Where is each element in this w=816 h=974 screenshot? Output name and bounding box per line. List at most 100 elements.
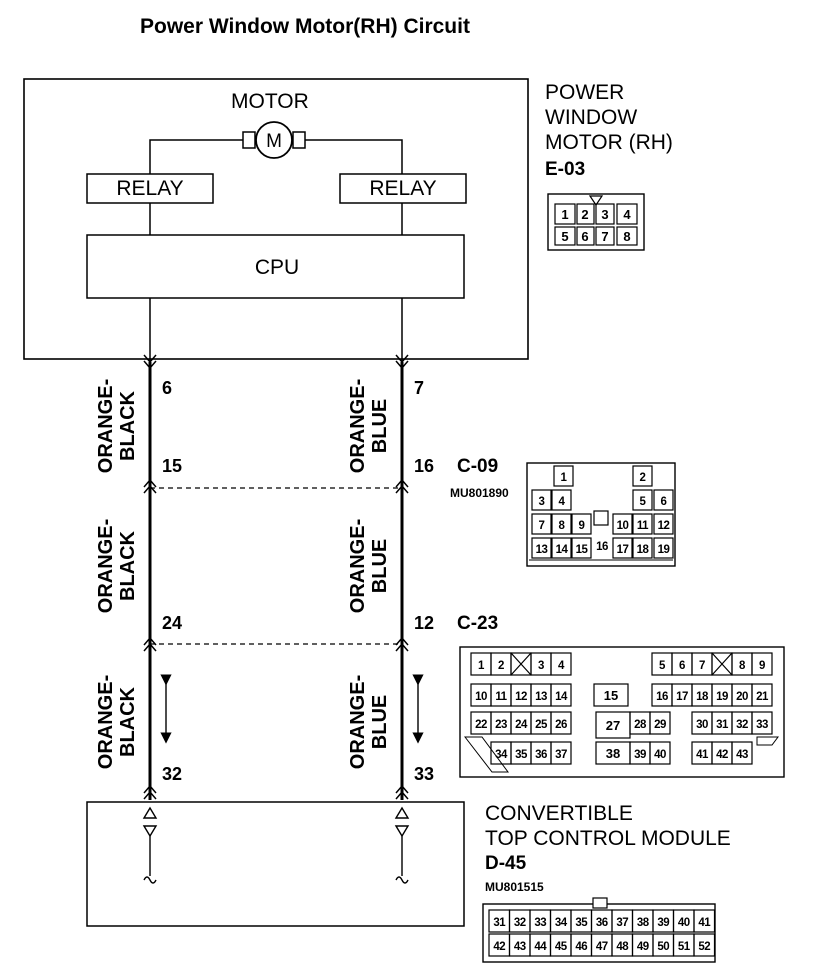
c09-pin-19-label: 19 <box>658 544 670 556</box>
c23-pin-24-label: 24 <box>515 719 528 731</box>
c23-pin-4-cell <box>550 652 572 676</box>
d45-pin-35-label: 35 <box>575 917 588 929</box>
left-pin-3: 24 <box>162 613 182 633</box>
d45-pin-49-label: 49 <box>637 941 649 953</box>
c23-pin-34-label: 34 <box>495 749 508 761</box>
c23-pin-9-label: 9 <box>759 660 765 672</box>
c09-pin-19-cell <box>653 537 674 559</box>
d45-pin-46-label: 46 <box>575 941 587 953</box>
c23-pin-38-label: 38 <box>606 746 620 761</box>
left-wire-label-top: ORANGE- BLACK <box>95 379 139 473</box>
module-box <box>86 801 465 927</box>
c23-id: C-23 <box>457 613 498 634</box>
d45-pin-52-cell <box>693 933 716 957</box>
c23-pin-19-label: 19 <box>716 691 728 703</box>
c23-pin-37-label: 37 <box>555 749 567 761</box>
c23-pin-12-label: 12 <box>515 691 527 703</box>
component-name-line2: WINDOW <box>545 106 637 129</box>
motor-unit-box <box>23 78 529 360</box>
c23-pin-22-label: 22 <box>475 719 487 731</box>
c23-pin-5-label: 5 <box>659 660 666 672</box>
c23-pin-27-cell <box>595 711 631 739</box>
c09-pin-1-cell <box>553 465 574 487</box>
svg-text:ORANGE-: ORANGE- <box>95 379 117 473</box>
c23-pin-14-cell <box>550 683 572 707</box>
c09-pin-3-cell <box>531 489 552 511</box>
c23-pin-3-label: 3 <box>538 660 544 672</box>
c23-pin-43-cell <box>731 741 753 765</box>
svg-text:ORANGE-: ORANGE- <box>347 675 369 769</box>
d45-pin-36-label: 36 <box>596 917 608 929</box>
left-wire-label-bottom: ORANGE- BLACK <box>95 675 139 769</box>
svg-text:ORANGE-: ORANGE- <box>95 675 117 769</box>
svg-text:3: 3 <box>601 207 608 222</box>
svg-text:BLUE: BLUE <box>369 539 391 593</box>
d45-pin-38-label: 38 <box>637 917 650 929</box>
c23-pin-15-cell <box>593 683 629 707</box>
c09-pin-13-cell <box>531 537 552 559</box>
c09-pin-11-cell <box>632 513 653 535</box>
svg-text:ORANGE-: ORANGE- <box>347 379 369 473</box>
right-wire-label-bottom: ORANGE- BLUE <box>347 675 391 769</box>
svg-text:BLUE: BLUE <box>369 399 391 453</box>
c09-id: C-09 <box>457 456 498 477</box>
svg-text:6: 6 <box>581 229 588 244</box>
right-wire-label-top: ORANGE- BLUE <box>347 379 391 473</box>
c23-pin-26-label: 26 <box>555 719 567 731</box>
svg-text:BLACK: BLACK <box>117 686 139 757</box>
d45-pin-41-cell <box>693 909 716 933</box>
c23-pin-29-cell <box>649 711 671 735</box>
c23-pin-28-label: 28 <box>634 719 647 731</box>
c09-pin-2-label: 2 <box>640 472 646 484</box>
left-pin-2: 15 <box>162 456 182 476</box>
c23-pin-38-cell <box>595 741 631 765</box>
c09-pin-7-cell <box>531 513 552 535</box>
c09-pin-4-cell <box>551 489 572 511</box>
c23-pin-10-label: 10 <box>475 691 487 703</box>
c23-pin-7-label: 7 <box>699 660 705 672</box>
c23-pin-36-label: 36 <box>535 749 547 761</box>
d45-pin-32-label: 32 <box>514 917 526 929</box>
c23-pin-21-cell <box>751 683 773 707</box>
c23-pin-15-label: 15 <box>604 688 618 703</box>
c23-pin-18-label: 18 <box>696 691 709 703</box>
svg-text:ORANGE-: ORANGE- <box>347 519 369 613</box>
c09-part-no: MU801890 <box>450 486 509 500</box>
c09-pin-12-label: 12 <box>658 520 670 532</box>
d45-pin-42-label: 42 <box>493 941 505 953</box>
d45-pin-51-label: 51 <box>678 941 691 953</box>
component-id: E-03 <box>545 159 585 180</box>
d45-pin-43-label: 43 <box>514 941 526 953</box>
c23-pin-26-cell <box>550 711 572 735</box>
c23-pin-21-label: 21 <box>756 691 769 703</box>
c09-pin-6-cell <box>653 489 674 511</box>
motor-label: MOTOR <box>231 90 309 113</box>
c09-pin-18-label: 18 <box>637 544 650 556</box>
c09-pin-5-cell <box>632 489 653 511</box>
svg-text:ORANGE-: ORANGE- <box>95 519 117 613</box>
module-part-no: MU801515 <box>485 880 544 894</box>
e03-connector-face: 1 2 3 4 5 6 7 8 <box>547 193 645 251</box>
d45-pin-44-label: 44 <box>534 941 547 953</box>
c09-pin-2-cell <box>632 465 653 487</box>
svg-text:BLACK: BLACK <box>117 390 139 461</box>
d45-pin-40-label: 40 <box>678 917 690 929</box>
svg-text:1: 1 <box>561 207 568 222</box>
d45-pin-52-label: 52 <box>698 941 710 953</box>
component-name-line3: MOTOR (RH) <box>545 131 673 154</box>
c23-pin-16-label: 16 <box>656 691 668 703</box>
d45-pin-45-label: 45 <box>555 941 568 953</box>
c09-pin-4-label: 4 <box>559 496 566 508</box>
d45-pin-31-label: 31 <box>493 917 506 929</box>
c09-pin-13-label: 13 <box>536 544 548 556</box>
c23-pin-29-label: 29 <box>654 719 666 731</box>
c09-pin-17-cell <box>612 537 633 559</box>
c09-pin-10-cell <box>612 513 633 535</box>
c23-blank-right-cell <box>711 652 733 676</box>
c23-blank-right-cross <box>711 652 733 676</box>
c23-pin-40-cell <box>649 741 671 765</box>
d45-pin-37-label: 37 <box>616 917 628 929</box>
c09-pin-16-label: 16 <box>596 541 608 553</box>
c23-pin-13-label: 13 <box>535 691 547 703</box>
